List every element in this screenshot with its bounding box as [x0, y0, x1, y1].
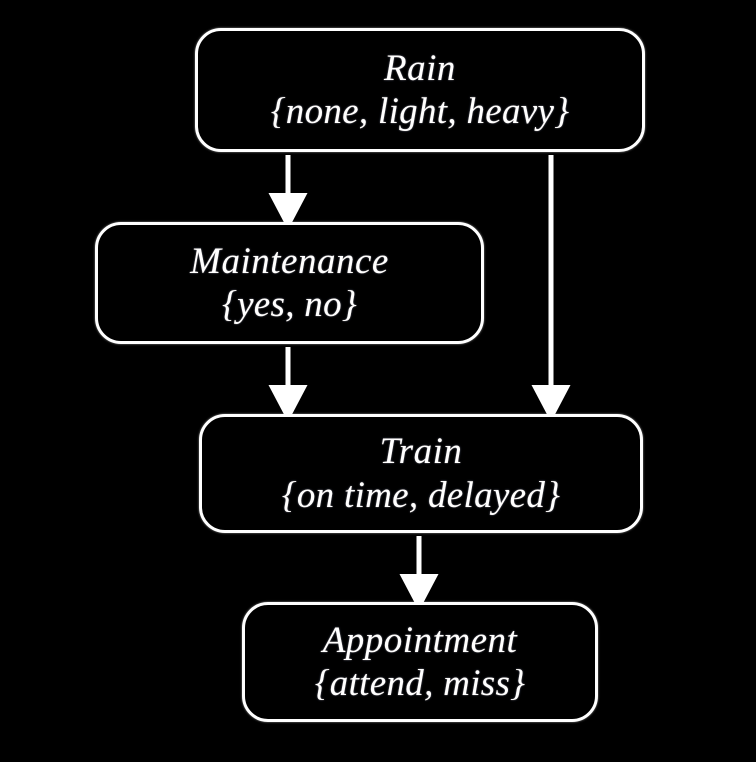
- node-train-states: {on time, delayed}: [281, 474, 561, 516]
- node-train-title: Train: [379, 431, 463, 473]
- node-rain-title: Rain: [384, 47, 456, 89]
- node-rain-states: {none, light, heavy}: [270, 91, 570, 132]
- node-train[interactable]: Train {on time, delayed}: [199, 414, 643, 533]
- node-appointment[interactable]: Appointment {attend, miss}: [242, 602, 598, 722]
- node-maintenance-states: {yes, no}: [221, 284, 358, 325]
- node-maintenance-title: Maintenance: [190, 240, 389, 282]
- node-appointment-title: Appointment: [322, 619, 518, 661]
- node-appointment-states: {attend, miss}: [314, 663, 526, 704]
- node-rain[interactable]: Rain {none, light, heavy}: [195, 28, 645, 152]
- node-maintenance[interactable]: Maintenance {yes, no}: [95, 222, 484, 344]
